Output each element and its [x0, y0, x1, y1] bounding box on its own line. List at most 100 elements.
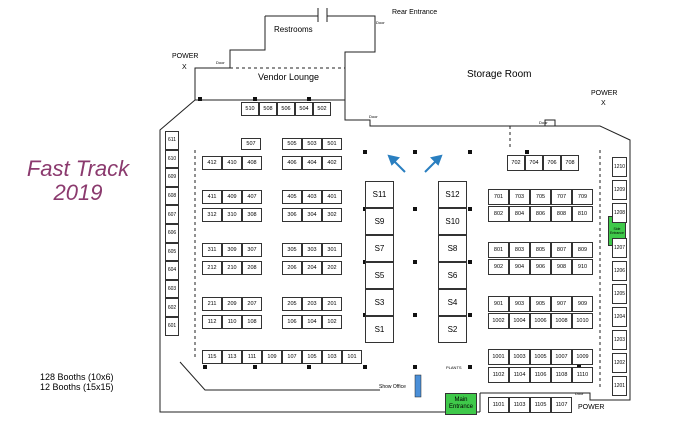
booth-308[interactable]: 308: [242, 208, 262, 222]
booth-611[interactable]: 611: [165, 131, 179, 150]
booth-1005[interactable]: 1005: [530, 349, 551, 365]
booth-312[interactable]: 312: [202, 208, 222, 222]
booth-510[interactable]: 510: [241, 102, 259, 116]
booth-107[interactable]: 107: [282, 350, 302, 364]
booth-402[interactable]: 402: [322, 156, 342, 170]
booth-108[interactable]: 108: [242, 315, 262, 329]
booth-411[interactable]: 411: [202, 190, 222, 204]
booth-1008[interactable]: 1008: [551, 313, 572, 329]
booth-809[interactable]: 809: [572, 242, 593, 258]
booth-302[interactable]: 302: [322, 208, 342, 222]
booth-S5[interactable]: S5: [365, 262, 394, 289]
booth-S4[interactable]: S4: [438, 289, 467, 316]
booth-704[interactable]: 704: [525, 155, 543, 171]
booth-410[interactable]: 410: [222, 156, 242, 170]
booth-304[interactable]: 304: [302, 208, 322, 222]
booth-806[interactable]: 806: [530, 206, 551, 222]
booth-909[interactable]: 909: [572, 296, 593, 312]
booth-309[interactable]: 309: [222, 243, 242, 257]
booth-209[interactable]: 209: [222, 297, 242, 311]
booth-1103[interactable]: 1103: [509, 397, 530, 413]
booth-503[interactable]: 503: [302, 138, 322, 150]
booth-705[interactable]: 705: [530, 189, 551, 205]
booth-506[interactable]: 506: [277, 102, 295, 116]
booth-1202[interactable]: 1202: [612, 353, 627, 373]
booth-801[interactable]: 801: [488, 242, 509, 258]
booth-307[interactable]: 307: [242, 243, 262, 257]
booth-1210[interactable]: 1210: [612, 157, 627, 177]
booth-604[interactable]: 604: [165, 261, 179, 280]
booth-1207[interactable]: 1207: [612, 238, 627, 258]
booth-102[interactable]: 102: [322, 315, 342, 329]
booth-206[interactable]: 206: [282, 261, 302, 275]
booth-203[interactable]: 203: [302, 297, 322, 311]
booth-S9[interactable]: S9: [365, 208, 394, 235]
booth-104[interactable]: 104: [302, 315, 322, 329]
booth-507[interactable]: 507: [241, 138, 261, 150]
booth-1110[interactable]: 1110: [572, 367, 593, 383]
booth-S2[interactable]: S2: [438, 316, 467, 343]
booth-212[interactable]: 212: [202, 261, 222, 275]
booth-902[interactable]: 902: [488, 259, 509, 275]
booth-1208[interactable]: 1208: [612, 203, 627, 223]
booth-S6[interactable]: S6: [438, 262, 467, 289]
booth-1004[interactable]: 1004: [509, 313, 530, 329]
booth-1007[interactable]: 1007: [551, 349, 572, 365]
booth-105[interactable]: 105: [302, 350, 322, 364]
booth-S10[interactable]: S10: [438, 208, 467, 235]
booth-606[interactable]: 606: [165, 224, 179, 243]
booth-701[interactable]: 701: [488, 189, 509, 205]
booth-109[interactable]: 109: [262, 350, 282, 364]
booth-1003[interactable]: 1003: [509, 349, 530, 365]
booth-S3[interactable]: S3: [365, 289, 394, 316]
booth-403[interactable]: 403: [302, 190, 322, 204]
booth-404[interactable]: 404: [302, 156, 322, 170]
booth-401[interactable]: 401: [322, 190, 342, 204]
booth-1101[interactable]: 1101: [488, 397, 509, 413]
booth-703[interactable]: 703: [509, 189, 530, 205]
booth-101[interactable]: 101: [342, 350, 362, 364]
booth-S8[interactable]: S8: [438, 235, 467, 262]
booth-607[interactable]: 607: [165, 205, 179, 224]
booth-S7[interactable]: S7: [365, 235, 394, 262]
booth-502[interactable]: 502: [313, 102, 331, 116]
main-entrance[interactable]: Main Entrance: [445, 393, 477, 415]
booth-605[interactable]: 605: [165, 242, 179, 262]
booth-708[interactable]: 708: [561, 155, 579, 171]
booth-303[interactable]: 303: [302, 243, 322, 257]
booth-211[interactable]: 211: [202, 297, 222, 311]
booth-810[interactable]: 810: [572, 206, 593, 222]
booth-1206[interactable]: 1206: [612, 261, 627, 281]
booth-103[interactable]: 103: [322, 350, 342, 364]
booth-106[interactable]: 106: [282, 315, 302, 329]
booth-602[interactable]: 602: [165, 298, 179, 317]
booth-910[interactable]: 910: [572, 259, 593, 275]
booth-907[interactable]: 907: [551, 296, 572, 312]
booth-702[interactable]: 702: [507, 155, 525, 171]
booth-310[interactable]: 310: [222, 208, 242, 222]
booth-205[interactable]: 205: [282, 297, 302, 311]
booth-204[interactable]: 204: [302, 261, 322, 275]
booth-807[interactable]: 807: [551, 242, 572, 258]
booth-409[interactable]: 409: [222, 190, 242, 204]
booth-803[interactable]: 803: [509, 242, 530, 258]
booth-406[interactable]: 406: [282, 156, 302, 170]
booth-1104[interactable]: 1104: [509, 367, 530, 383]
booth-505[interactable]: 505: [282, 138, 302, 150]
booth-908[interactable]: 908: [551, 259, 572, 275]
booth-608[interactable]: 608: [165, 186, 179, 206]
booth-707[interactable]: 707: [551, 189, 572, 205]
booth-201[interactable]: 201: [322, 297, 342, 311]
booth-210[interactable]: 210: [222, 261, 242, 275]
booth-412[interactable]: 412: [202, 156, 222, 170]
booth-901[interactable]: 901: [488, 296, 509, 312]
booth-1105[interactable]: 1105: [530, 397, 551, 413]
booth-903[interactable]: 903: [509, 296, 530, 312]
booth-115[interactable]: 115: [202, 350, 222, 364]
booth-802[interactable]: 802: [488, 206, 509, 222]
booth-311[interactable]: 311: [202, 243, 222, 257]
booth-1009[interactable]: 1009: [572, 349, 593, 365]
booth-906[interactable]: 906: [530, 259, 551, 275]
booth-208[interactable]: 208: [242, 261, 262, 275]
booth-609[interactable]: 609: [165, 168, 179, 187]
